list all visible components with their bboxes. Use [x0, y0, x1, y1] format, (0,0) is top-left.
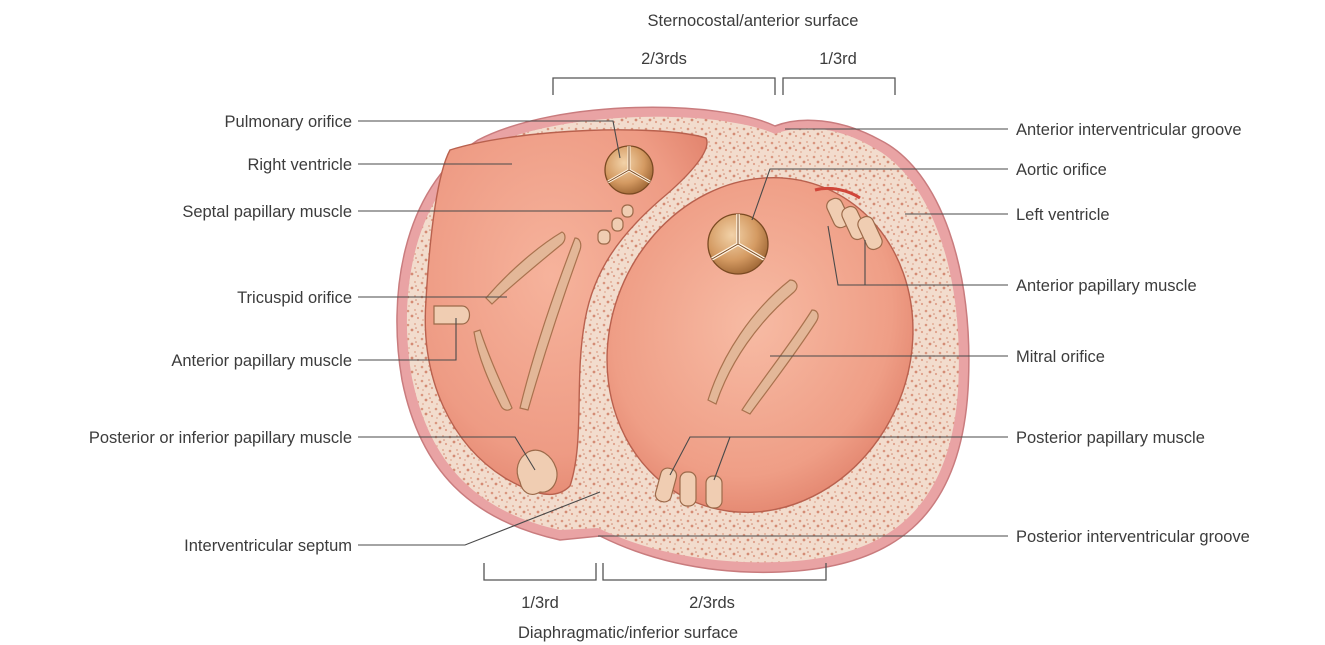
sternocostal-surface-label: Sternocostal/anterior surface: [648, 12, 859, 30]
top-labels: Sternocostal/anterior surface 2/3rds 1/3…: [641, 12, 858, 68]
top-left-fraction-label: 2/3rds: [641, 50, 687, 68]
top-bracket-right: [783, 78, 895, 95]
label-lv-posterior-papillary-muscle: Posterior papillary muscle: [1016, 429, 1205, 447]
left-labels: Pulmonary orifice Right ventricle Septal…: [89, 113, 352, 555]
label-septal-papillary-muscle: Septal papillary muscle: [182, 203, 352, 221]
label-posterior-interventricular-groove: Posterior interventricular groove: [1016, 528, 1250, 546]
label-tricuspid-orifice: Tricuspid orifice: [237, 289, 352, 307]
top-bracket-left: [553, 78, 775, 95]
label-right-ventricle: Right ventricle: [247, 156, 352, 174]
label-aortic-orifice: Aortic orifice: [1016, 161, 1107, 179]
label-rv-posterior-papillary-muscle: Posterior or inferior papillary muscle: [89, 429, 352, 447]
label-pulmonary-orifice: Pulmonary orifice: [225, 113, 352, 131]
label-rv-anterior-papillary-muscle: Anterior papillary muscle: [171, 352, 352, 370]
pulmonary-valve: [605, 146, 653, 194]
label-interventricular-septum: Interventricular septum: [184, 537, 352, 555]
diaphragmatic-surface-label: Diaphragmatic/inferior surface: [518, 624, 738, 642]
label-mitral-orifice: Mitral orifice: [1016, 348, 1105, 366]
top-right-fraction-label: 1/3rd: [819, 50, 857, 68]
bottom-left-fraction-label: 1/3rd: [521, 594, 559, 612]
right-labels: Anterior interventricular groove Aortic …: [1016, 121, 1250, 546]
bottom-right-fraction-label: 2/3rds: [689, 594, 735, 612]
label-lv-anterior-papillary-muscle: Anterior papillary muscle: [1016, 277, 1197, 295]
top-brackets: [553, 78, 895, 95]
bottom-labels: 1/3rd 2/3rds Diaphragmatic/inferior surf…: [518, 594, 738, 642]
label-anterior-interventricular-groove: Anterior interventricular groove: [1016, 121, 1242, 139]
bottom-bracket-left: [484, 563, 596, 580]
aortic-valve: [708, 214, 768, 274]
label-left-ventricle: Left ventricle: [1016, 206, 1110, 224]
